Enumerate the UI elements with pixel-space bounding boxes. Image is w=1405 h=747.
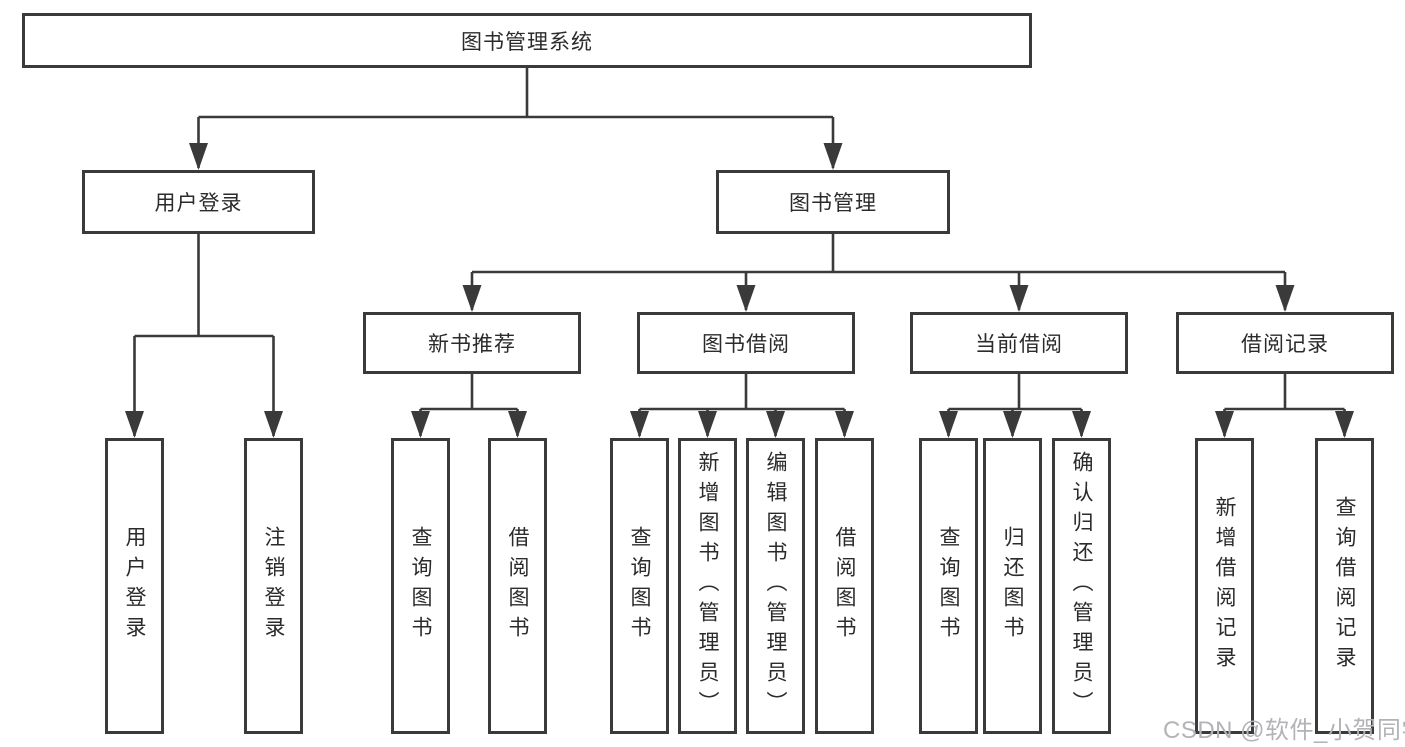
node-book-borrowing: 图书借阅 xyxy=(637,312,855,374)
node-current-borrowing: 当前借阅 xyxy=(910,312,1128,374)
leaf-current-return-books-label: 归还图书 xyxy=(1001,526,1024,646)
node-user-login: 用户登录 xyxy=(82,170,315,234)
leaf-borrowing-add-books: 新增图书（管理员） xyxy=(678,438,737,734)
node-current-borrowing-label: 当前借阅 xyxy=(975,333,1063,356)
leaf-current-confirm-return-label: 确认归还（管理员） xyxy=(1070,451,1093,721)
leaf-current-confirm-return: 确认归还（管理员） xyxy=(1052,438,1111,734)
leaf-recommend-borrow-books-label: 借阅图书 xyxy=(506,526,529,646)
node-new-book-recommend: 新书推荐 xyxy=(363,312,581,374)
leaf-logout-label: 注销登录 xyxy=(262,526,285,646)
node-book-management-label: 图书管理 xyxy=(789,192,877,215)
node-book-management: 图书管理 xyxy=(716,170,950,234)
arrowheads xyxy=(125,143,1354,438)
leaf-records-add-record-label: 新增借阅记录 xyxy=(1213,496,1236,676)
node-borrowing-records-label: 借阅记录 xyxy=(1241,333,1329,356)
leaf-user-login-label: 用户登录 xyxy=(123,526,146,646)
node-book-borrowing-label: 图书借阅 xyxy=(702,333,790,356)
csdn-watermark: CSDN @软件_小贺同学 xyxy=(1163,717,1405,744)
leaf-records-query-record: 查询借阅记录 xyxy=(1315,438,1374,734)
leaf-records-add-record: 新增借阅记录 xyxy=(1195,438,1254,734)
leaf-records-query-record-label: 查询借阅记录 xyxy=(1333,496,1356,676)
leaf-borrowing-query-books: 查询图书 xyxy=(610,438,669,734)
tree-edges xyxy=(133,68,1346,436)
leaf-current-query-books: 查询图书 xyxy=(919,438,978,734)
leaf-user-login: 用户登录 xyxy=(105,438,164,734)
leaf-recommend-query-books-label: 查询图书 xyxy=(409,526,432,646)
node-library-management-system: 图书管理系统 xyxy=(22,13,1032,68)
leaf-borrowing-edit-books: 编辑图书（管理员） xyxy=(746,438,805,734)
leaf-borrowing-borrow-books-label: 借阅图书 xyxy=(833,526,856,646)
leaf-borrowing-edit-books-label: 编辑图书（管理员） xyxy=(764,451,787,721)
leaf-current-return-books: 归还图书 xyxy=(983,438,1042,734)
node-user-login-label: 用户登录 xyxy=(154,192,243,215)
node-borrowing-records: 借阅记录 xyxy=(1176,312,1394,374)
leaf-logout: 注销登录 xyxy=(244,438,303,734)
leaf-borrowing-add-books-label: 新增图书（管理员） xyxy=(696,451,719,721)
leaf-current-query-books-label: 查询图书 xyxy=(937,526,960,646)
node-new-book-recommend-label: 新书推荐 xyxy=(428,333,516,356)
leaf-recommend-borrow-books: 借阅图书 xyxy=(488,438,547,734)
node-library-management-system-label: 图书管理系统 xyxy=(461,30,593,54)
leaf-borrowing-borrow-books: 借阅图书 xyxy=(815,438,874,734)
leaf-recommend-query-books: 查询图书 xyxy=(391,438,450,734)
leaf-borrowing-query-books-label: 查询图书 xyxy=(628,526,651,646)
